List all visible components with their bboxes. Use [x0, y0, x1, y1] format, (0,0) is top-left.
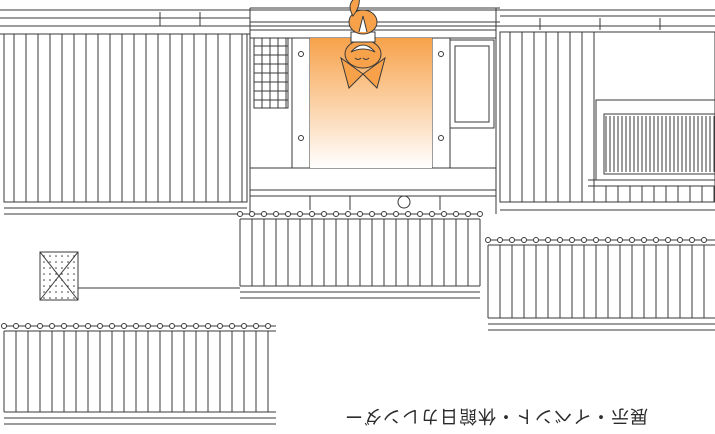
center-fence — [237, 211, 483, 299]
left-fence — [1, 323, 276, 425]
fox-mascot — [340, 0, 386, 89]
right-wall-slats — [509, 32, 715, 202]
small-lattice-window — [39, 251, 240, 301]
lattice-window — [253, 37, 289, 109]
window-dots — [43, 255, 75, 299]
right-window — [449, 39, 495, 129]
grille-window — [588, 99, 715, 187]
calendar-caption: 展示・イベント・休館日カレンダー — [344, 405, 648, 426]
right-fence — [485, 237, 715, 331]
left-building-wall — [3, 33, 248, 215]
left-wall-slats — [13, 34, 243, 202]
right-building-wall — [499, 31, 715, 211]
grille-bars — [605, 116, 715, 172]
